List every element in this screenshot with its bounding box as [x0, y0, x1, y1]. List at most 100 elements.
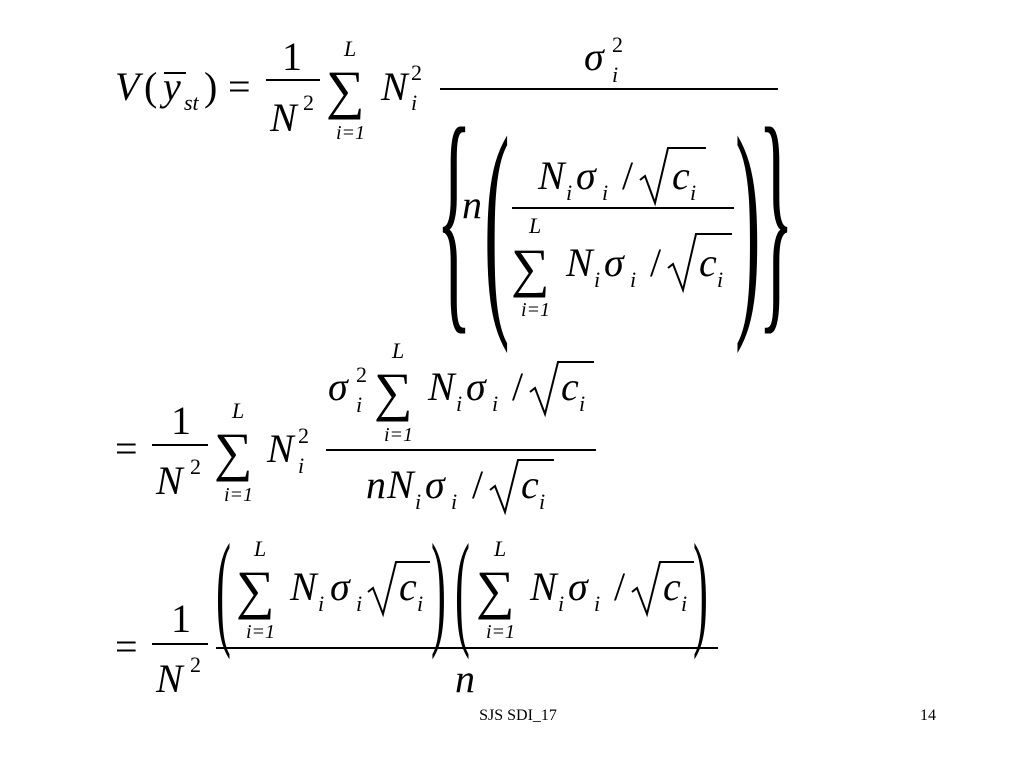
subscript-i: i	[356, 392, 362, 417]
subscript-i: i	[630, 267, 636, 292]
subscript-i: i	[558, 591, 564, 616]
subscript-i: i	[417, 591, 423, 616]
N: N	[427, 364, 457, 409]
right-paren: )	[693, 519, 708, 660]
y-bar: y	[159, 64, 181, 109]
exponent-2: 2	[303, 90, 314, 115]
sqrt-sign	[529, 361, 594, 418]
subscript-i: i	[579, 391, 585, 416]
numerator-one: 1	[282, 34, 302, 79]
left-paren: (	[484, 88, 510, 355]
sigma: σ	[584, 34, 605, 79]
sum-upper-L: L	[253, 536, 266, 561]
c: c	[672, 153, 690, 198]
left-paren: (	[455, 519, 470, 660]
sigma: σ	[576, 153, 597, 198]
sigma: σ	[466, 364, 487, 409]
subscript-i: i	[717, 267, 723, 292]
numerator-one: 1	[171, 596, 191, 641]
exponent-2: 2	[190, 652, 201, 677]
sqrt-sign	[639, 147, 706, 207]
numerator-one: 1	[171, 398, 191, 443]
slash: /	[614, 564, 626, 609]
subscript-i: i	[411, 90, 417, 115]
equation-line-3: = 1 N 2 ( L ∑ i=1 N i σ i c i ) ( L ∑ i=…	[115, 519, 718, 700]
subscript-i: i	[456, 391, 462, 416]
exponent-2: 2	[298, 423, 309, 448]
sum-lower-index: i=1	[486, 621, 515, 643]
N: N	[266, 426, 296, 471]
sigma: σ	[568, 564, 589, 609]
variance-symbol: V	[115, 64, 144, 109]
c: c	[399, 564, 417, 609]
sum-lower-index: i=1	[246, 621, 275, 643]
c: c	[521, 462, 539, 507]
left-paren: (	[216, 519, 231, 660]
sigma: σ	[330, 564, 351, 609]
subscript-i: i	[681, 591, 687, 616]
subscript-i: i	[594, 267, 600, 292]
subscript-i: i	[492, 391, 498, 416]
exponent-2: 2	[612, 32, 623, 57]
subscript-i: i	[415, 489, 421, 514]
c: c	[663, 564, 681, 609]
N: N	[565, 240, 595, 285]
sum-lower-index: i=1	[384, 424, 413, 446]
sqrt-sign	[489, 459, 554, 516]
subscript-i: i	[318, 591, 324, 616]
slash: /	[650, 240, 662, 285]
N: N	[537, 153, 567, 198]
open-paren: (	[144, 64, 157, 109]
exponent-2: 2	[190, 454, 201, 479]
summation-sign: ∑	[511, 238, 550, 298]
slash: /	[512, 364, 524, 409]
sqrt-sign	[631, 561, 694, 618]
n: n	[462, 182, 482, 227]
page-number: 14	[920, 707, 936, 724]
summation-sign: ∑	[374, 362, 413, 422]
denominator-N: N	[155, 458, 185, 503]
subscript-i: i	[602, 180, 608, 205]
N: N	[380, 64, 410, 109]
right-paren: )	[431, 519, 446, 660]
equation-derivation: V ( y st ) = 1 N 2 L ∑ i=1 N 2 i σ 2 i {…	[115, 32, 794, 700]
subscript-i: i	[298, 453, 304, 478]
equation-line-2: = 1 N 2 L ∑ i=1 N 2 i σ 2 i L ∑ i=1 N i …	[115, 338, 596, 516]
N: N	[529, 564, 559, 609]
subscript-i: i	[612, 62, 618, 87]
equals-sign: =	[115, 624, 138, 669]
sum-upper-L: L	[528, 213, 541, 238]
summation-sign: ∑	[236, 560, 275, 620]
exponent-2: 2	[356, 362, 367, 387]
sum-lower-index: i=1	[224, 484, 253, 506]
n: n	[455, 656, 475, 700]
equals-sign: =	[228, 64, 251, 109]
exponent-2: 2	[411, 60, 422, 85]
slash: /	[472, 462, 484, 507]
sum-upper-L: L	[493, 536, 506, 561]
sum-upper-L: L	[343, 36, 356, 61]
sum-lower-index: i=1	[521, 299, 550, 321]
denominator-N: N	[269, 95, 299, 140]
subscript-i: i	[566, 180, 572, 205]
subscript-i: i	[690, 180, 696, 205]
denominator-N: N	[155, 656, 185, 700]
sum-upper-L: L	[391, 338, 404, 363]
sigma: σ	[604, 240, 625, 285]
c: c	[561, 364, 579, 409]
left-brace: {	[436, 78, 472, 354]
summation-sign: ∑	[326, 60, 365, 120]
sqrt-sign	[367, 561, 430, 618]
summation-sign: ∑	[476, 560, 515, 620]
subscript-st: st	[184, 90, 200, 115]
footer-label: SJS SDI_17	[479, 707, 557, 724]
slash: /	[622, 153, 634, 198]
N: N	[289, 564, 319, 609]
sum-lower-index: i=1	[336, 122, 365, 144]
summation-sign: ∑	[214, 422, 253, 482]
sum-upper-L: L	[231, 398, 244, 423]
sigma: σ	[328, 364, 349, 409]
c: c	[699, 240, 717, 285]
sigma: σ	[425, 462, 446, 507]
